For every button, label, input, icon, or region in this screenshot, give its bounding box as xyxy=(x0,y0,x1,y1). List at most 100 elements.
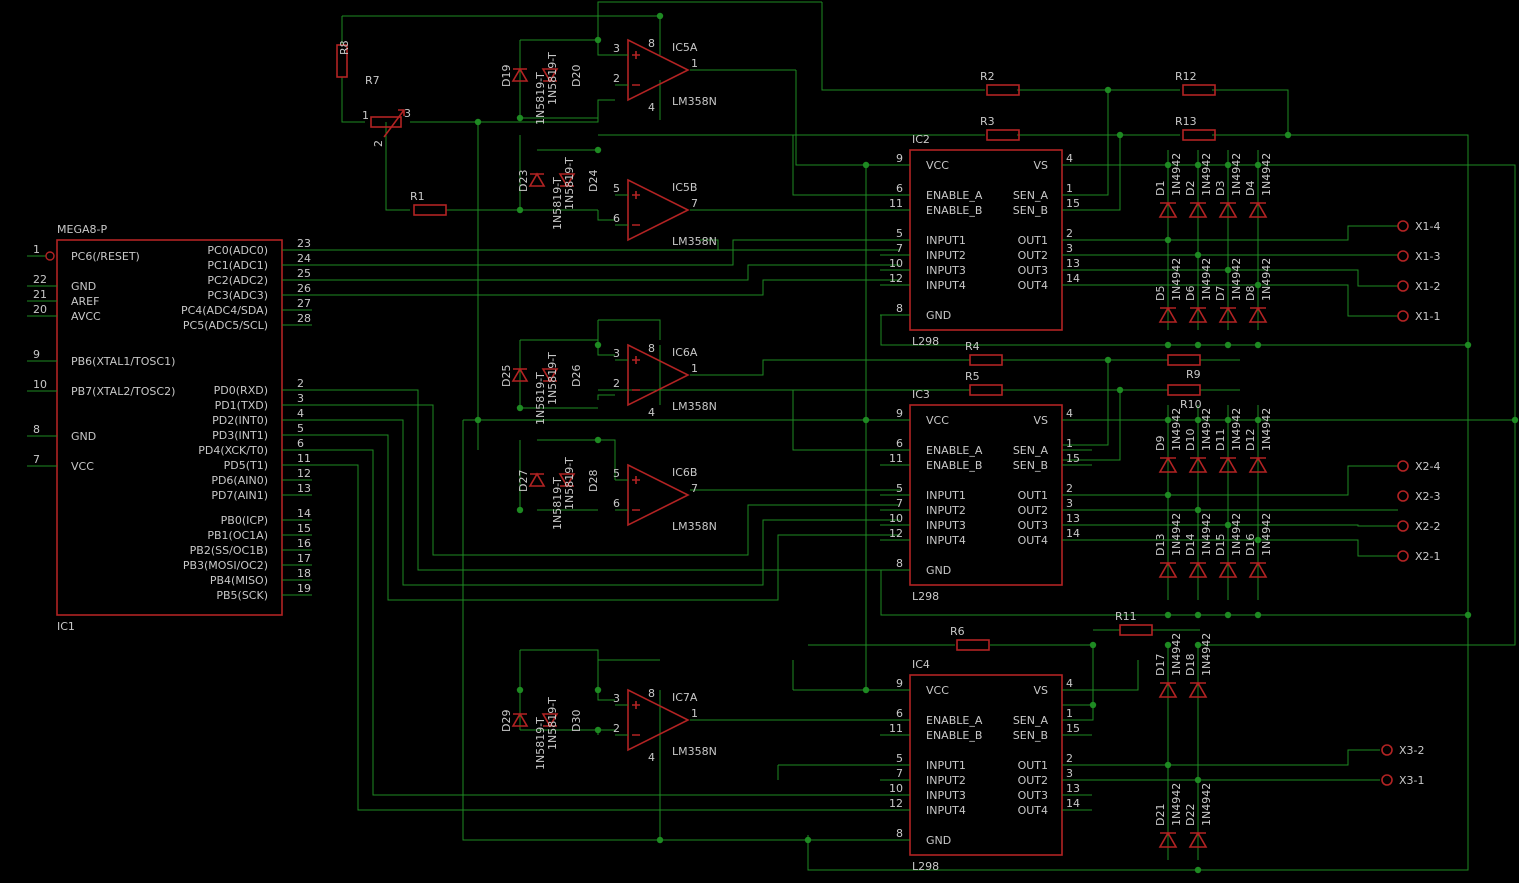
schottky-diode-d25[interactable]: D25 xyxy=(500,365,529,387)
connector-x1-1[interactable]: X1-1 xyxy=(1397,310,1441,323)
schottky-diode-d30[interactable]: D30 xyxy=(541,710,583,732)
schottky-diode-d24[interactable]: D24 xyxy=(558,170,600,192)
diode-label: D18 xyxy=(1184,654,1197,676)
schottky-diode-d28[interactable]: D28 xyxy=(558,470,600,492)
connector-pad xyxy=(1397,250,1409,262)
schottky-diode-d23[interactable]: D23 xyxy=(517,170,546,192)
resistor-r11[interactable]: R11 xyxy=(1115,610,1153,636)
connector-x2-2[interactable]: X2-2 xyxy=(1397,520,1441,533)
l298-right-pin-number: 14 xyxy=(1066,797,1080,810)
resistor-r13[interactable]: R13 xyxy=(1175,115,1216,141)
l298-driver-4[interactable]: IC4L2989VCC6ENABLE_A11ENABLE_B5INPUT17IN… xyxy=(880,658,1092,873)
resistor-r5[interactable]: R5 xyxy=(965,370,1003,396)
microcontroller-mega8[interactable]: MEGA8-P IC1 1PC6(/RESET)22GND21AREF20AVC… xyxy=(27,223,312,633)
l298-driver-3[interactable]: IC3L2989VCC6ENABLE_A11ENABLE_B5INPUT17IN… xyxy=(880,388,1092,603)
l298-right-pin-number: 15 xyxy=(1066,722,1080,735)
opamp-value: LM358N xyxy=(672,520,717,533)
opamp-gnd-pin: 4 xyxy=(648,751,655,764)
schottky-label: D19 xyxy=(500,65,513,87)
connector-x1-4[interactable]: X1-4 xyxy=(1397,220,1441,233)
resistor-r9[interactable]: R9 xyxy=(1167,354,1201,381)
diode-label: D14 xyxy=(1184,534,1197,556)
ic1-right-pin-name: PB0(ICP) xyxy=(221,514,268,527)
resistor-body xyxy=(413,204,447,216)
opamp-triangle xyxy=(627,38,690,102)
schottky-value-a: 1N5819-T xyxy=(534,372,547,425)
resistor-r3[interactable]: R3 xyxy=(980,115,1020,141)
schottky-diode-d27[interactable]: D27 xyxy=(517,470,546,492)
potentiometer-r7[interactable]: R7 1 2 3 xyxy=(362,74,411,147)
ic1-name: IC1 xyxy=(57,620,75,633)
l298-driver-2[interactable]: IC2L2989VCC6ENABLE_A11ENABLE_B5INPUT17IN… xyxy=(880,133,1092,348)
schottky-diode-d20[interactable]: D20 xyxy=(541,65,583,87)
ic1-left-pin-number: 7 xyxy=(33,453,40,466)
l298-left-pin-name: VCC xyxy=(926,414,949,427)
resistor-r12[interactable]: R12 xyxy=(1175,70,1216,96)
ic1-right-pin-number: 11 xyxy=(297,452,311,465)
resistor-r8[interactable]: R8 xyxy=(336,40,351,78)
opamp-name: IC7A xyxy=(672,691,698,704)
schottky-diode-d29[interactable]: D29 xyxy=(500,710,529,732)
opamp-name: IC5B xyxy=(672,181,697,194)
ic1-right-pin-name: PD6(AIN0) xyxy=(211,474,268,487)
diode-label: D4 xyxy=(1244,181,1257,196)
diode-symbol xyxy=(1158,201,1178,218)
resistor-label: R11 xyxy=(1115,610,1137,623)
connector-x1-3[interactable]: X1-3 xyxy=(1397,250,1441,263)
resistor-label: R13 xyxy=(1175,115,1197,128)
connector-x3-2[interactable]: X3-2 xyxy=(1381,744,1425,757)
schottky-label: D26 xyxy=(570,365,583,387)
l298-left-pin-name: INPUT1 xyxy=(926,489,966,502)
diode-value: 1N4942 xyxy=(1200,153,1213,196)
connector-x2-4[interactable]: X2-4 xyxy=(1397,460,1441,473)
schottky-diode-d26[interactable]: D26 xyxy=(541,365,583,387)
connector-x2-3[interactable]: X2-3 xyxy=(1397,490,1441,503)
resistor-r2[interactable]: R2 xyxy=(980,70,1020,96)
l298-left-pin-name: ENABLE_A xyxy=(926,189,983,202)
diode-label: D12 xyxy=(1244,429,1257,451)
ic1-left-pin-name: AVCC xyxy=(71,310,101,323)
connector-x3-1[interactable]: X3-1 xyxy=(1381,774,1425,787)
ic1-left-pin-name: GND xyxy=(71,280,96,293)
l298-right-pin-number: 4 xyxy=(1066,152,1073,165)
diode-value: 1N4942 xyxy=(1200,513,1213,556)
l298-name: IC4 xyxy=(912,658,930,671)
resistor-r6[interactable]: R6 xyxy=(950,625,990,651)
diode-value: 1N4942 xyxy=(1230,408,1243,451)
connector-x1-2[interactable]: X1-2 xyxy=(1397,280,1441,293)
resistor-r1[interactable]: R1 xyxy=(410,190,447,216)
opamp-input-signs xyxy=(632,356,640,391)
connector-x2-1[interactable]: X2-1 xyxy=(1397,550,1441,563)
resistor-r10[interactable]: R10 xyxy=(1167,384,1202,411)
resistor-label: R9 xyxy=(1186,368,1201,381)
ic1-right-pin-number: 17 xyxy=(297,552,311,565)
resistor-r4[interactable]: R4 xyxy=(965,340,1003,366)
schottky-diode-d19[interactable]: D19 xyxy=(500,65,529,87)
